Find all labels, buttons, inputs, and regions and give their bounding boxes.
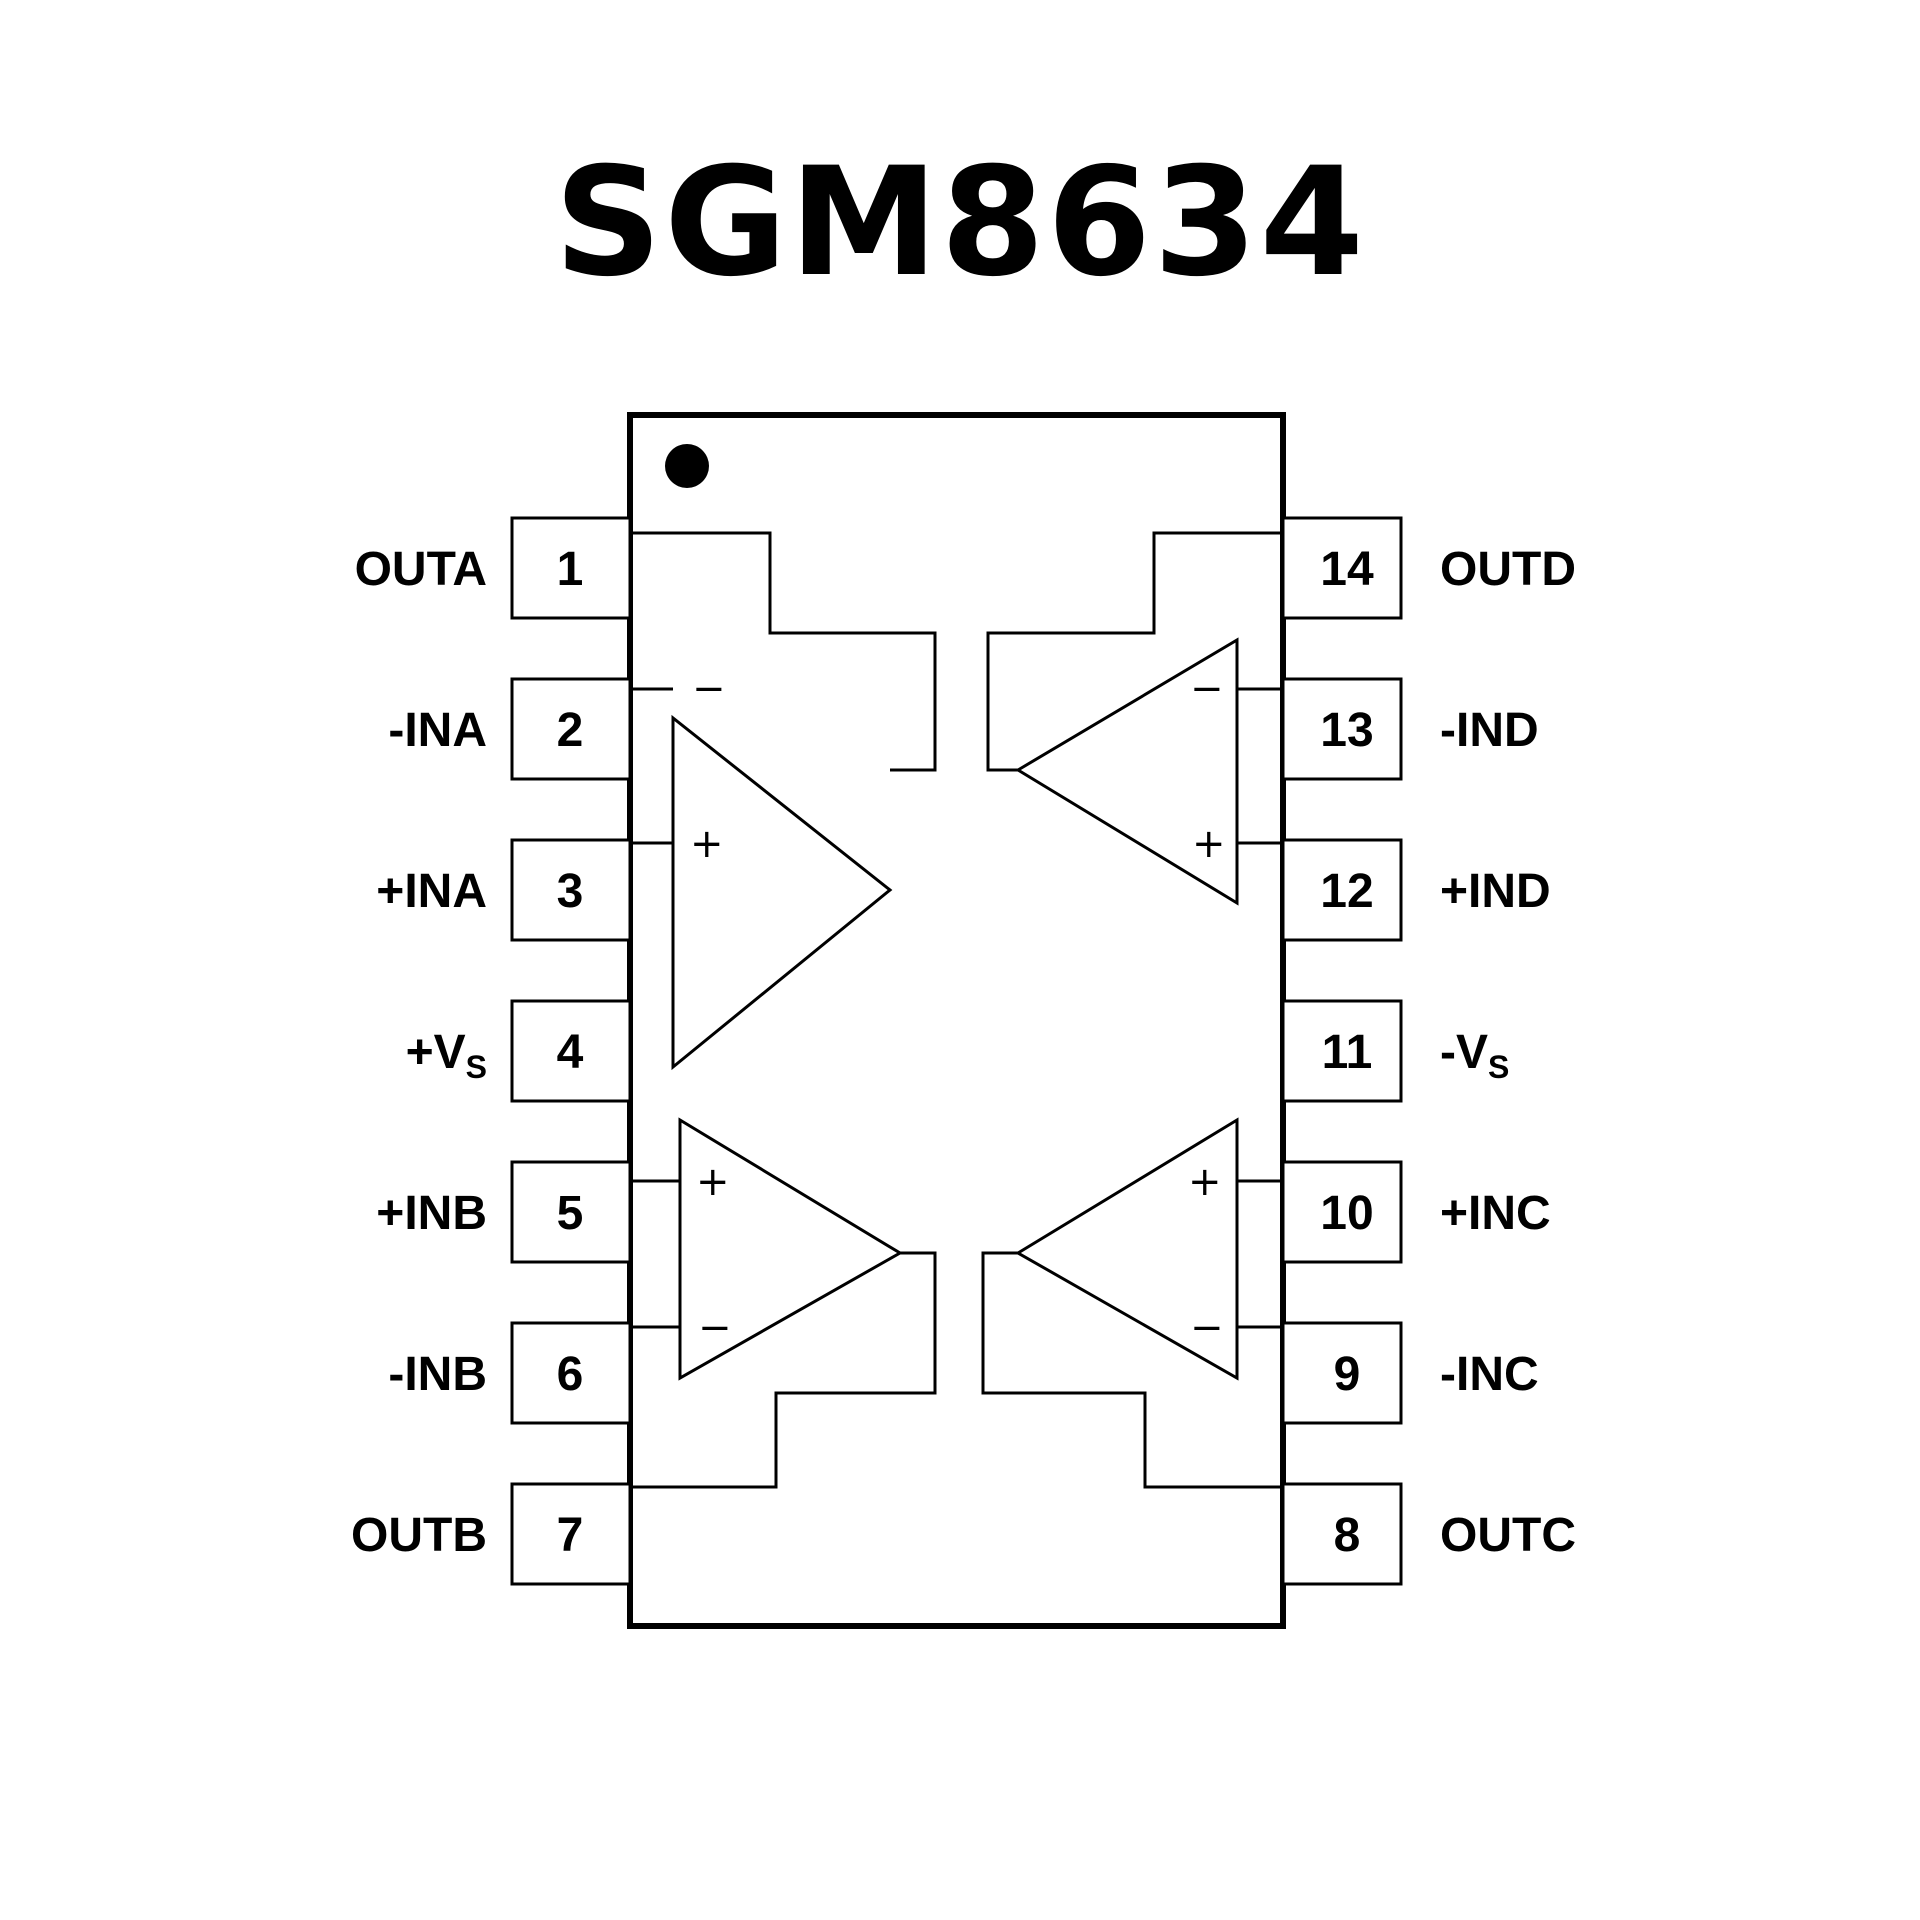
pin-10-box	[1281, 1160, 1403, 1264]
pin-4-number: 4	[557, 1026, 584, 1079]
pin-1-number: 1	[557, 543, 584, 596]
op-amp-a	[633, 531, 937, 1071]
pin-10-number: 10	[1320, 1187, 1373, 1240]
pin-2-number: 2	[557, 704, 584, 757]
pin-13-box	[1281, 677, 1403, 781]
pin-5-box	[510, 1160, 632, 1264]
pin-9-number: 9	[1334, 1348, 1361, 1401]
pin-7-label: OUTB	[351, 1509, 487, 1562]
pin-12-label: +IND	[1440, 865, 1551, 918]
chip-title: SGM8634	[554, 136, 1366, 310]
pin-11-box	[1281, 999, 1403, 1103]
pin-13-label: -IND	[1440, 704, 1539, 757]
pin-4-label: +VS	[406, 1026, 487, 1085]
pin-8-label: OUTC	[1440, 1509, 1576, 1562]
pin-8-number: 8	[1334, 1509, 1361, 1562]
pin-2-box	[510, 677, 632, 781]
wire-outc-feedback	[981, 1251, 1280, 1489]
pin-1-indicator-dot	[665, 444, 709, 488]
op-amp-b	[633, 1117, 937, 1489]
op-amp-d	[986, 531, 1280, 906]
pin-11-number: 11	[1322, 1026, 1373, 1079]
pin-7-number: 7	[557, 1509, 584, 1562]
op-amp-c	[981, 1117, 1280, 1489]
op-amp-b-bottom-symbol: −	[698, 1305, 732, 1351]
pin-12-number: 12	[1320, 865, 1373, 918]
wire-outb-feedback	[633, 1251, 937, 1489]
op-amp-c-triangle	[1015, 1117, 1239, 1381]
pin-9-box	[1281, 1321, 1403, 1425]
pin-3-label: +INA	[376, 865, 487, 918]
wire-outd-feedback	[986, 531, 1280, 772]
pin-1-box	[510, 516, 632, 620]
pin-6-label: -INB	[388, 1348, 487, 1401]
op-amp-d-top-symbol: −	[1190, 666, 1224, 712]
pin-4-box	[510, 999, 632, 1103]
op-amp-a-triangle	[671, 714, 893, 1071]
pin-5-number: 5	[557, 1187, 584, 1240]
op-amp-c-bottom-symbol: −	[1190, 1305, 1224, 1351]
pin-5-label: +INB	[376, 1187, 487, 1240]
pin-11-label-subscript: S	[1488, 1049, 1509, 1085]
op-amp-a-top-symbol: −	[692, 666, 726, 712]
pin-9-label: -INC	[1440, 1348, 1539, 1401]
wire-outa-feedback	[633, 531, 937, 772]
pin-6-box	[510, 1321, 632, 1425]
pin-3-number: 3	[557, 865, 584, 918]
pin-3-box	[510, 838, 632, 942]
pin-13-number: 13	[1320, 704, 1373, 757]
op-amp-b-triangle	[678, 1117, 903, 1381]
pin-14-number: 14	[1320, 543, 1374, 596]
pin-2-label: -INA	[388, 704, 487, 757]
op-amp-d-triangle	[1015, 637, 1239, 906]
pin-6-number: 6	[557, 1348, 584, 1401]
pin-14-box	[1281, 516, 1403, 620]
pin-11-label: -VS	[1440, 1026, 1509, 1085]
pin-10-label: +INC	[1440, 1187, 1551, 1240]
op-amp-b-top-symbol: +	[696, 1159, 730, 1205]
op-amp-a-bottom-symbol: +	[690, 821, 724, 867]
op-amp-d-bottom-symbol: +	[1192, 821, 1226, 867]
pin-7-box	[510, 1482, 632, 1586]
pin-14-label: OUTD	[1440, 543, 1576, 596]
pin-4-label-subscript: S	[466, 1049, 487, 1085]
pin-1-label: OUTA	[355, 543, 487, 596]
op-amp-c-top-symbol: +	[1188, 1159, 1222, 1205]
pin-8-box	[1281, 1482, 1403, 1586]
pin-12-box	[1281, 838, 1403, 942]
